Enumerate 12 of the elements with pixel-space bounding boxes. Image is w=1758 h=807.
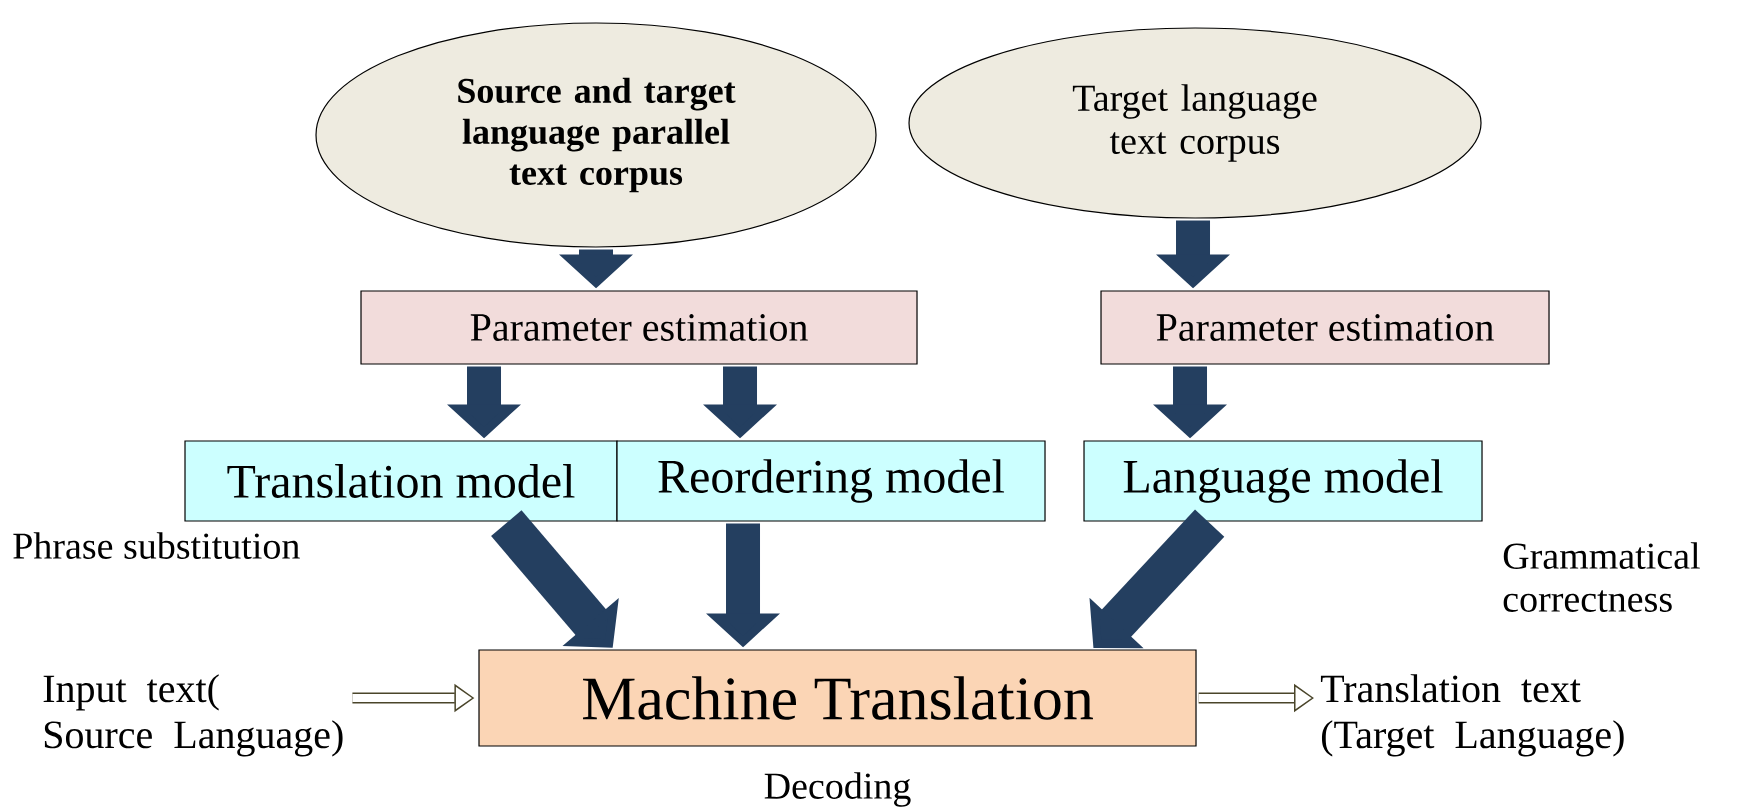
caption-text: Decoding [764, 772, 911, 807]
label-text: Grammatical correctness [1503, 542, 1700, 612]
model-box: Reordering model [616, 440, 1046, 522]
process-box: Parameter estimation [1100, 290, 1550, 365]
io-text: Input text( Source Language) [43, 674, 343, 757]
process-box: Parameter estimation [360, 290, 918, 365]
block-arrow [491, 510, 619, 648]
model-box: Language model [1083, 440, 1483, 522]
io-text: Translation text (Target Language) [1320, 674, 1624, 757]
process-box: Machine Translation [478, 649, 1197, 747]
label-text: Phrase substitution [13, 532, 300, 559]
model-box: Translation model [184, 440, 618, 522]
